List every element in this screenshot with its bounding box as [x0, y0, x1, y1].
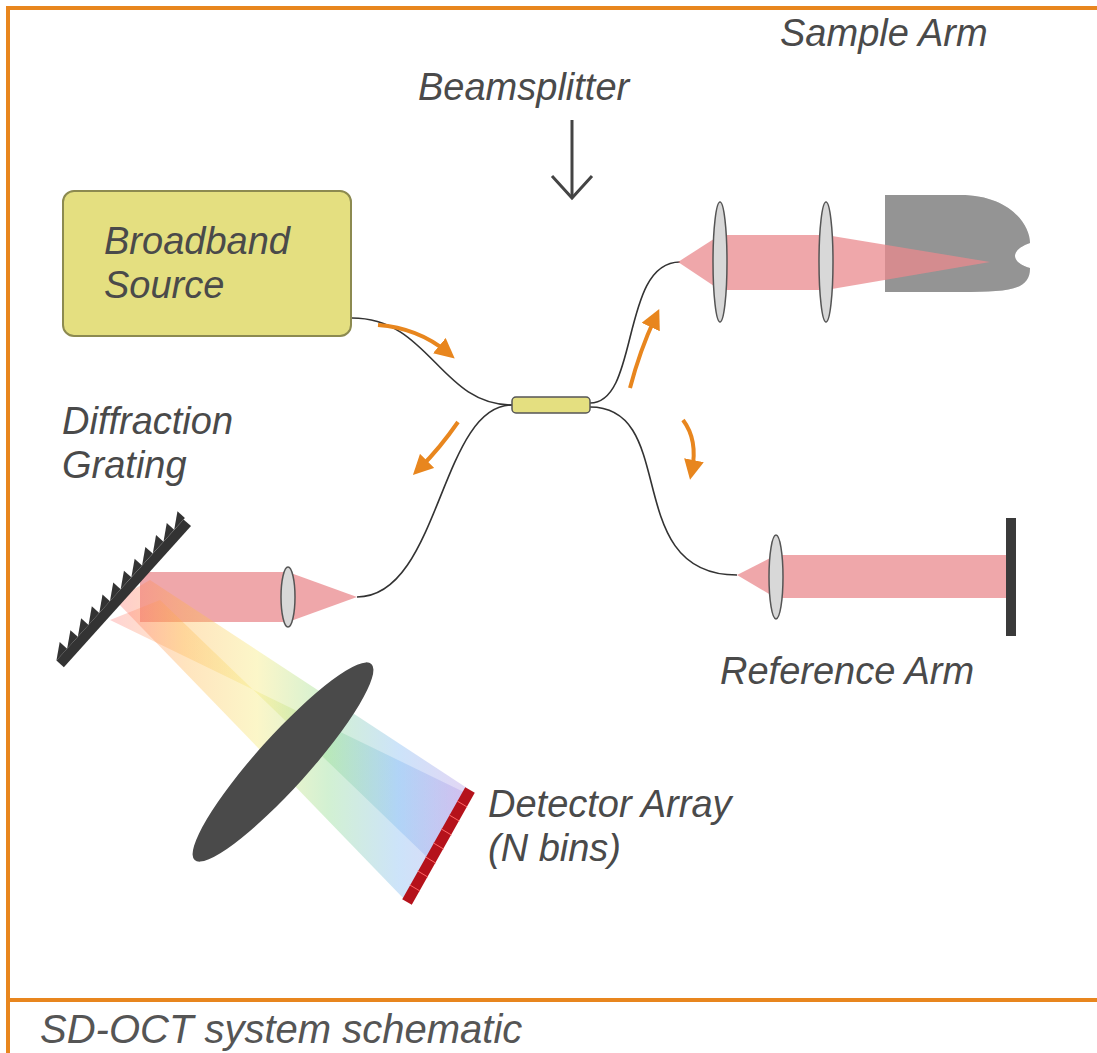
source-box: Broadband Source	[62, 190, 352, 337]
part-label: Detector Array (N bins)	[488, 783, 768, 870]
grating-tooth	[60, 630, 78, 649]
detector-bin	[434, 843, 444, 849]
detector-bin	[426, 857, 436, 863]
caption: SD-OCT system schematic	[40, 1006, 1040, 1052]
frame	[6, 6, 1097, 1053]
part-label: Reference Arm	[720, 650, 1090, 694]
detector-bin	[449, 815, 459, 821]
reference-arm	[737, 518, 1016, 636]
grating-tooth	[156, 523, 174, 542]
optical-fiber	[352, 262, 737, 597]
grating-tooth	[70, 618, 88, 637]
detector-bin	[441, 829, 451, 835]
grating-tooth	[49, 642, 67, 661]
grating-tooth	[124, 559, 142, 578]
grating-tooth	[113, 571, 131, 590]
detector-bin	[418, 871, 428, 877]
fiber-coupler	[512, 397, 590, 413]
pointer-arrow	[552, 120, 592, 198]
detector-bin	[457, 801, 467, 807]
spectrometer	[49, 511, 470, 902]
part-label: Sample Arm	[780, 12, 1090, 56]
direction-arrow	[378, 318, 694, 470]
grating-tooth	[135, 547, 153, 566]
detector-bin	[410, 885, 420, 891]
grating-tooth	[103, 583, 121, 602]
box-label: Broadband Source	[64, 220, 350, 307]
sample-arm	[678, 195, 1030, 322]
grating-tooth	[167, 511, 185, 530]
grating-tooth	[92, 594, 110, 613]
grating-tooth	[145, 535, 163, 554]
part-label: Diffraction Grating	[62, 400, 292, 487]
part-label: Beamsplitter	[418, 66, 738, 110]
grating-tooth	[81, 606, 99, 625]
